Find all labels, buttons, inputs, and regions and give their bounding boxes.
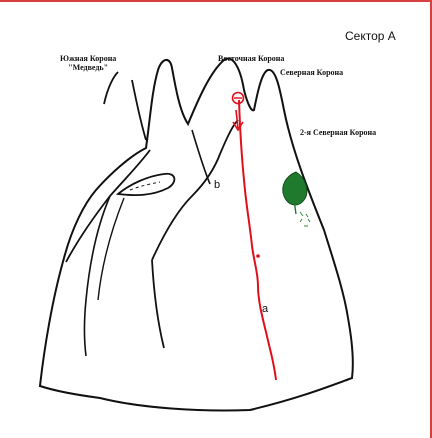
peak-label-south-crown: Южная Корона "Медведь" [60, 54, 116, 72]
mountain-outline [40, 58, 353, 410]
route-label-b: b [214, 179, 220, 191]
peak-label-east-crown: Восточная Корона [218, 54, 284, 63]
peak-label-north-crown: Северная Корона [280, 68, 343, 77]
peak-label-second-north-crown: 2-я Северная Корона [300, 128, 376, 137]
route-belay-dot [256, 254, 260, 258]
central-gully-line [152, 120, 238, 348]
left-couloir-line [85, 196, 111, 356]
east-ridge-line [192, 130, 210, 184]
peak-label-south-crown-line1: Южная Корона [60, 54, 116, 63]
climbing-route-line [239, 100, 276, 380]
sector-label: Сектор А [345, 29, 396, 43]
left-couloir-line-2 [98, 198, 124, 300]
route-label-a: a [262, 303, 269, 315]
peak-label-south-crown-line2: "Медведь" [60, 63, 116, 72]
grass-marks [300, 212, 310, 226]
south-crown-ridge [104, 72, 146, 140]
